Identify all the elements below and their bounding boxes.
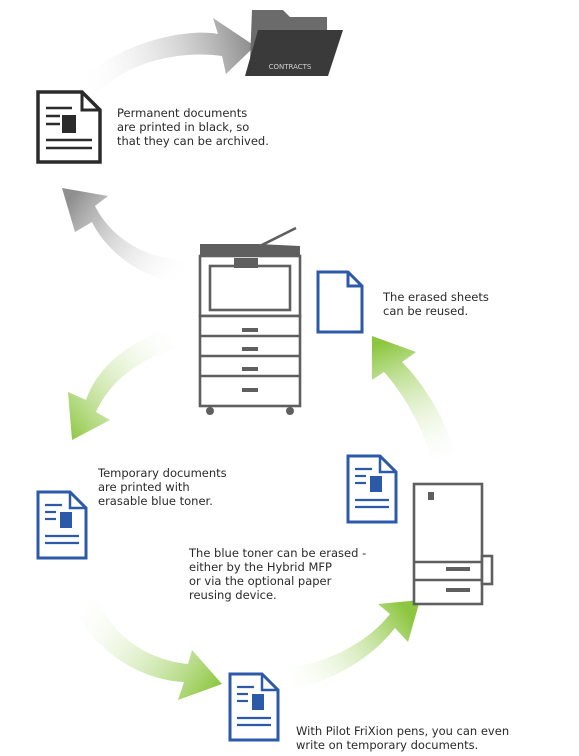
folder-icon [245, 10, 343, 76]
blank-sheet-icon [316, 270, 364, 334]
arrow-frixion-to-device [288, 600, 420, 690]
mfp-printer-icon [198, 226, 302, 415]
arrow-temporary-to-frixion [70, 594, 222, 700]
caption-temporary: Temporary documents are printed with era… [98, 466, 227, 508]
caption-permanent: Permanent documents are printed in black… [117, 106, 269, 148]
caption-reused: The erased sheets can be reused. [383, 290, 489, 318]
paper-reuse-device-icon [412, 482, 494, 606]
arrow-to-archive [62, 18, 255, 104]
folder-label: CONTRACTS [269, 63, 312, 71]
arrow-printer-to-temporary [68, 320, 196, 440]
caption-erased: The blue toner can be erased - either by… [189, 546, 367, 602]
document-icon-blue-device [346, 454, 398, 524]
document-icon-black [36, 90, 102, 164]
arrow-printer-to-permanent [62, 188, 195, 284]
arrow-device-to-reuse [372, 336, 458, 470]
document-icon-blue-frixion [228, 672, 280, 742]
document-icon-blue-temporary [36, 490, 88, 560]
caption-frixion: With Pilot FriXion pens, you can even wr… [296, 724, 510, 752]
